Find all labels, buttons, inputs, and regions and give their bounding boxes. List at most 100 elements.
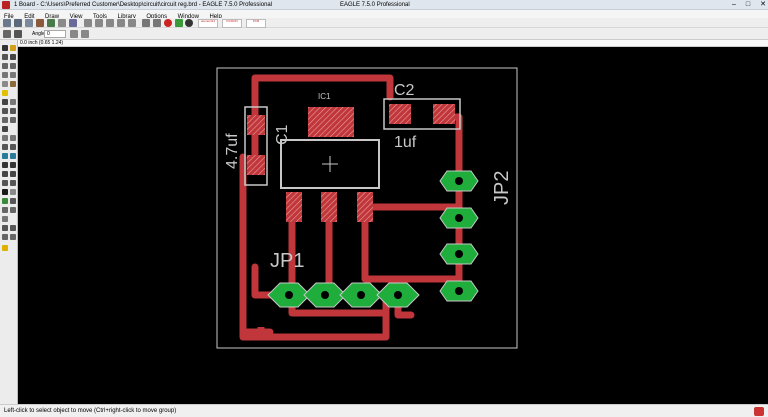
c2-pad-2 — [433, 104, 455, 124]
element14-logo-button[interactable]: element14 — [198, 19, 218, 28]
print-icon[interactable] — [25, 19, 33, 27]
ic1-pad-3 — [357, 192, 373, 222]
ratsnest-icon[interactable] — [2, 207, 8, 213]
mirror-tool-icon[interactable] — [2, 72, 8, 78]
text-icon[interactable] — [2, 162, 8, 168]
replace-icon[interactable] — [2, 108, 8, 114]
manufacturing-icon[interactable] — [10, 234, 16, 240]
arc-icon[interactable] — [2, 171, 8, 177]
ic1-pad-2 — [321, 192, 337, 222]
c2-value: 1uf — [394, 134, 417, 151]
menu-view[interactable]: View — [69, 14, 83, 20]
erc-icon[interactable] — [2, 216, 8, 222]
display-icon[interactable] — [2, 54, 8, 60]
trace-ic1-right — [361, 203, 463, 283]
grid-icon[interactable] — [3, 30, 11, 38]
stop-icon[interactable] — [164, 19, 172, 27]
lock-icon[interactable] — [10, 108, 16, 114]
close-button[interactable]: ✕ — [760, 1, 766, 8]
move-icon[interactable] — [2, 63, 8, 69]
signal-icon[interactable] — [2, 189, 8, 195]
name-icon[interactable] — [10, 144, 16, 150]
window-title: 1 Board - C:\Users\Preferred Customer\De… — [14, 2, 273, 8]
errors-icon[interactable] — [10, 225, 16, 231]
rect-icon[interactable] — [10, 171, 16, 177]
highlight-icon[interactable] — [2, 90, 8, 96]
ripup-icon[interactable] — [10, 135, 16, 141]
ulp-icon[interactable] — [69, 19, 77, 27]
add-icon[interactable] — [10, 99, 16, 105]
jp2-drill-2 — [455, 214, 463, 222]
jp2-pads — [439, 170, 479, 302]
script-icon[interactable] — [58, 19, 66, 27]
group-icon[interactable] — [2, 81, 8, 87]
warning-icon[interactable] — [2, 245, 8, 251]
autorouter-icon[interactable] — [10, 207, 16, 213]
undo-icon[interactable] — [142, 19, 150, 27]
angle-select[interactable]: 0 — [44, 30, 66, 38]
via-icon[interactable] — [10, 180, 16, 186]
coordinate-readout: 0.0 inch (0.65 1.24) — [20, 40, 64, 46]
copy-icon[interactable] — [10, 63, 16, 69]
split-icon[interactable] — [2, 117, 8, 123]
optimize-icon[interactable] — [10, 117, 16, 123]
menu-help[interactable]: Help — [209, 14, 222, 20]
go-icon[interactable] — [175, 19, 183, 27]
attribute-icon[interactable] — [2, 198, 8, 204]
redo-icon[interactable] — [153, 19, 161, 27]
rotate-tool-icon[interactable] — [10, 72, 16, 78]
zoom-in-icon[interactable] — [95, 19, 103, 27]
angle-value: 0 — [47, 31, 50, 37]
layer-icon[interactable] — [14, 30, 22, 38]
show-icon[interactable] — [10, 45, 16, 51]
menu-draw[interactable]: Draw — [45, 14, 60, 20]
board-canvas[interactable]: IC1 C1 4.7uf C2 1uf JP1 JP2 — [18, 47, 768, 404]
menu-window[interactable]: Window — [177, 14, 199, 20]
menu-file[interactable]: File — [4, 14, 14, 20]
lock-part-icon[interactable] — [2, 126, 8, 132]
minimize-button[interactable]: – — [731, 1, 736, 8]
polygon-icon[interactable] — [2, 180, 8, 186]
meander-icon[interactable] — [10, 153, 16, 159]
c2-body — [383, 98, 461, 130]
circle-icon[interactable] — [10, 162, 16, 168]
zoom-fit-icon[interactable] — [84, 19, 92, 27]
route-icon[interactable] — [2, 135, 8, 141]
drc-icon[interactable] — [2, 225, 8, 231]
rotate-icon[interactable] — [70, 30, 78, 38]
pcb-logo-button[interactable]: PCB — [246, 19, 266, 28]
jp2-drill-3 — [455, 250, 463, 258]
c1-body — [244, 106, 268, 186]
ic1-label: IC1 — [318, 92, 331, 101]
jp2-label: JP2 — [491, 171, 513, 205]
delete-icon[interactable] — [2, 99, 8, 105]
menu-tools[interactable]: Tools — [93, 14, 108, 20]
menu-options[interactable]: Options — [146, 14, 168, 20]
menu-edit[interactable]: Edit — [24, 14, 35, 20]
redraw-icon[interactable] — [117, 19, 125, 27]
jp2-drill-1 — [455, 177, 463, 185]
help-icon[interactable] — [185, 19, 193, 27]
fusion-logo-button[interactable]: FUSION — [222, 19, 242, 28]
mark-icon[interactable] — [10, 54, 16, 60]
zoom-select-icon[interactable] — [128, 19, 136, 27]
window-controls: – □ ✕ — [732, 0, 766, 10]
jp1-drill-3 — [357, 291, 365, 299]
info-icon[interactable] — [2, 45, 8, 51]
wire-icon[interactable] — [2, 153, 8, 159]
zoom-out-icon[interactable] — [106, 19, 114, 27]
schematic-icon[interactable] — [47, 19, 55, 27]
maximize-button[interactable]: □ — [745, 1, 751, 8]
ic1-pad-1 — [286, 192, 302, 222]
smash-icon[interactable] — [2, 144, 8, 150]
hole-icon[interactable] — [10, 189, 16, 195]
cam-icon[interactable] — [36, 19, 44, 27]
mirror-icon[interactable] — [81, 30, 89, 38]
save-icon[interactable] — [14, 19, 22, 27]
sim-icon[interactable] — [2, 234, 8, 240]
open-icon[interactable] — [3, 19, 11, 27]
change-icon[interactable] — [10, 81, 16, 87]
menu-library[interactable]: Library — [117, 14, 136, 20]
dimension-icon[interactable] — [10, 198, 16, 204]
stop-command-icon[interactable] — [754, 407, 764, 416]
